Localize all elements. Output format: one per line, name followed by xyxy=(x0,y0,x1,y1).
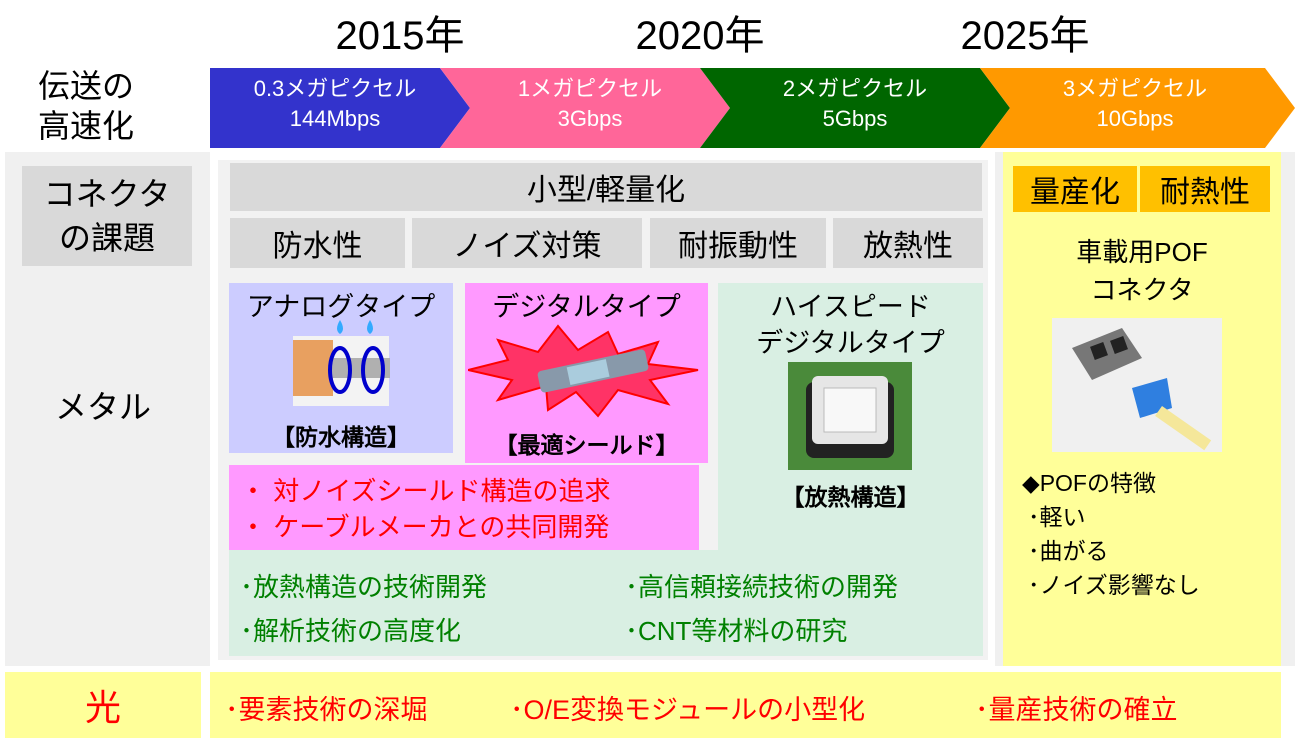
timeline-1mp-title: 1メガピクセル xyxy=(517,76,663,101)
issue-noise: ノイズ対策 xyxy=(412,218,642,268)
issues-row-label: コネクタ の課題 xyxy=(22,166,192,266)
timeline-1mp: 1メガピクセル 3Gbps xyxy=(470,74,710,134)
heat-note-item: ･CNT等材料の研究 xyxy=(625,616,848,646)
metal-row-label: メタル xyxy=(55,389,152,425)
heat-note-item: ･放熱構造の技術開発 xyxy=(240,572,488,602)
timeline-arrows xyxy=(210,68,1295,148)
optical-item-2: ･O/E変換モジュールの小型化 xyxy=(510,695,866,725)
analog-seal-ring-left xyxy=(328,346,352,394)
noise-note-item: ・ 対ノイズシールド構造の追求 xyxy=(240,476,611,506)
timeline-1mp-rate: 3Gbps xyxy=(557,106,623,131)
digital-connector-image xyxy=(468,324,699,418)
digital-type-title: デジタルタイプ xyxy=(492,291,681,322)
timeline-arrow-2mp xyxy=(700,68,1010,148)
speed-row-label: 伝送の 高速化 xyxy=(38,66,178,146)
timeline-arrow-0p3mp xyxy=(210,68,470,148)
issues-label-line1: コネクタ xyxy=(43,176,171,212)
highspeed-connector-image xyxy=(788,362,912,470)
timeline-2mp: 2メガピクセル 5Gbps xyxy=(730,74,980,134)
issue-miniaturization: 小型/軽量化 xyxy=(230,163,982,211)
heat-notes-box xyxy=(229,550,983,656)
timeline-3mp: 3メガピクセル 10Gbps xyxy=(1010,74,1260,134)
analog-plug-pin xyxy=(330,358,390,378)
timeline-3mp-title: 3メガピクセル xyxy=(1062,76,1208,101)
water-drop-icon xyxy=(337,320,343,334)
timeline-arrow-1mp xyxy=(440,68,730,148)
heat-notes-right: ･高信頼接続技術の開発 ･CNT等材料の研究 xyxy=(625,565,898,653)
optical-row-label: 光 xyxy=(84,687,121,728)
digital-type-caption: 【最適シールド】 xyxy=(494,432,679,458)
timeline-arrow-3mp xyxy=(980,68,1295,148)
issue-waterproof: 防水性 xyxy=(230,218,405,268)
highspeed-type-caption: 【放熱構造】 xyxy=(781,484,920,510)
pof-feature-item: ･軽い xyxy=(1028,504,1086,530)
timeline-2mp-title: 2メガピクセル xyxy=(782,76,928,101)
heat-notes-left: ･放熱構造の技術開発 ･解析技術の高度化 xyxy=(240,565,487,653)
optical-items-box xyxy=(210,672,1281,738)
timeline-2mp-rate: 5Gbps xyxy=(822,106,888,131)
issue-heat: 放熱性 xyxy=(833,218,983,268)
year-2020: 2020年 xyxy=(635,14,765,58)
issues-label-line2: の課題 xyxy=(58,220,155,256)
year-2025: 2025年 xyxy=(960,14,1090,58)
highspeed-type-title-line2: デジタルタイプ xyxy=(756,327,945,358)
heat-note-item: ･解析技術の高度化 xyxy=(240,616,462,646)
timeline-0p3mp-rate: 144Mbps xyxy=(289,106,381,131)
optical-item-3: ･量産技術の確立 xyxy=(975,695,1178,725)
pof-title-line1: 車載用POF xyxy=(1076,236,1208,267)
pof-port-right xyxy=(1110,336,1128,354)
highspeed-type-title-line1: ハイスピード xyxy=(770,291,931,322)
timeline-3mp-rate: 10Gbps xyxy=(1096,106,1174,131)
pof-connector-image xyxy=(1052,318,1222,452)
pof-features-title: ◆POFの特徴 xyxy=(1022,470,1156,496)
optical-item-1: ･要素技術の深堀 xyxy=(225,695,428,725)
noise-notes-box xyxy=(229,465,699,551)
speed-label-line2: 高速化 xyxy=(38,108,135,144)
noise-note-item: ・ ケーブルメーカとの共同開発 xyxy=(240,512,610,542)
digital-connector-shell xyxy=(566,359,610,386)
analog-connector-image xyxy=(293,320,390,406)
pof-tag-heat-resistance: 耐熱性 xyxy=(1140,166,1270,212)
analog-plug-body xyxy=(293,340,333,396)
pof-feature-item: ･曲がる xyxy=(1028,538,1109,564)
analog-type-title: アナログタイプ xyxy=(246,291,436,322)
pof-feature-item: ･ノイズ影響なし xyxy=(1028,572,1200,598)
timeline-0p3mp: 0.3メガピクセル 144Mbps xyxy=(210,74,460,134)
highspeed-connector-cavity xyxy=(823,387,877,433)
pof-port-left xyxy=(1090,342,1108,360)
pof-features: ◆POFの特徴 ･軽い ･曲がる ･ノイズ影響なし xyxy=(1022,466,1200,602)
pof-tag-mass-production: 量産化 xyxy=(1013,166,1137,212)
issue-vibration: 耐振動性 xyxy=(650,218,826,268)
pof-cable xyxy=(1155,406,1212,451)
analog-seal-ring-right xyxy=(361,346,385,394)
speed-label-line1: 伝送の xyxy=(38,68,135,104)
optical-label-box xyxy=(5,672,201,738)
pof-title-line2: コネクタ xyxy=(1090,274,1194,305)
noise-notes: ・ 対ノイズシールド構造の追求 ・ ケーブルメーカとの共同開発 xyxy=(240,473,610,545)
year-2015: 2015年 xyxy=(335,14,465,58)
water-drop-icon xyxy=(367,320,373,334)
timeline-0p3mp-title: 0.3メガピクセル xyxy=(253,76,417,101)
analog-type-caption: 【防水構造】 xyxy=(272,424,410,450)
heat-note-item: ･高信頼接続技術の開発 xyxy=(625,572,899,602)
